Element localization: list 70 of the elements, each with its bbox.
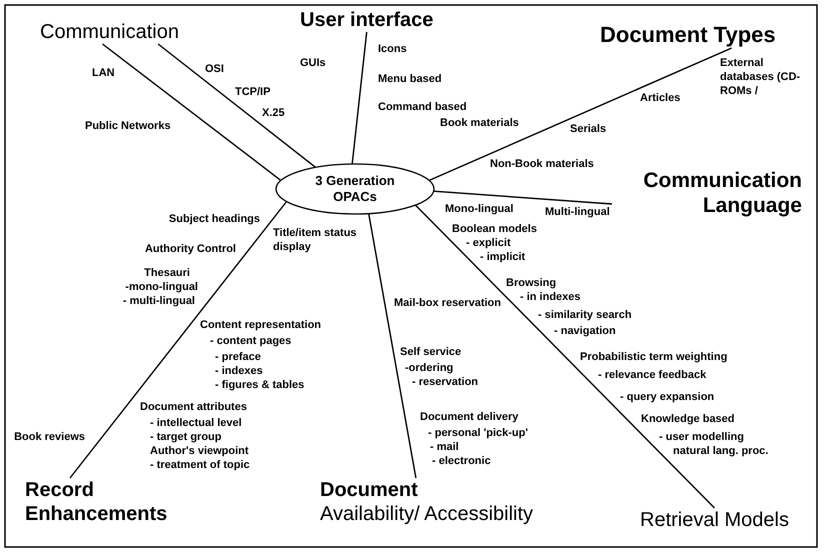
topic-label: Self service: [400, 345, 462, 359]
topic-label: Serials: [570, 122, 606, 136]
topic-label: X.25: [262, 106, 285, 120]
topic-label: External databases (CD-ROMs /: [720, 56, 802, 98]
topic-label: Mail-box reservation: [394, 296, 501, 310]
topic-label: Boolean models: [452, 222, 537, 236]
topic-label: - user modelling: [659, 430, 744, 444]
topic-label: -ordering: [405, 361, 454, 375]
topic-label: - preface: [215, 350, 261, 364]
topic-label: Browsing: [506, 276, 556, 290]
topic-label: Authority Control: [144, 242, 236, 256]
topic-label: Public Networks: [85, 119, 171, 133]
topic-label: Thesauri: [144, 266, 190, 280]
topic-label: TCP/IP: [235, 85, 270, 99]
topic-label: - target group: [150, 430, 222, 444]
topic-label: Menu based: [378, 72, 442, 86]
topic-label: Document delivery: [420, 410, 518, 424]
topic-label: - query expansion: [620, 390, 714, 404]
connector-line: [368, 213, 417, 478]
topic-label: Icons: [378, 42, 407, 56]
category-heading: Retrieval Models: [640, 508, 789, 532]
topic-label: natural lang. proc.: [673, 444, 768, 458]
connector-line: [352, 32, 368, 164]
topic-label: Book reviews: [14, 430, 85, 444]
topic-label: Book materials: [440, 116, 519, 130]
topic-label: - figures & tables: [215, 378, 304, 392]
topic-label: Knowledge based: [641, 412, 735, 426]
topic-label: - content pages: [210, 334, 292, 348]
topic-label: - navigation: [554, 324, 616, 338]
category-heading: User interface: [300, 8, 434, 32]
topic-label: - intellectual level: [150, 416, 242, 430]
topic-label: - treatment of topic: [150, 458, 250, 472]
topic-label: - explicit: [466, 236, 511, 250]
topic-label: - electronic: [432, 454, 491, 468]
connector-line: [428, 47, 732, 182]
topic-label: OSI: [205, 62, 224, 76]
connector-line: [69, 201, 288, 478]
topic-label: - personal 'pick-up': [428, 426, 528, 440]
topic-label: - indexes: [215, 364, 263, 378]
topic-label: -mono-lingual: [125, 280, 198, 294]
topic-label: Multi-lingual: [545, 205, 610, 219]
topic-label: - implicit: [480, 250, 526, 264]
topic-label: Author's viewpoint: [150, 444, 249, 458]
connector-line: [102, 43, 282, 181]
category-heading: Document Availability/ Accessibility: [320, 478, 534, 526]
topic-label: Title/item status display: [273, 226, 358, 254]
topic-label: Articles: [640, 91, 680, 105]
category-heading: Communication: [40, 20, 179, 44]
topic-label: - similarity search: [538, 308, 632, 322]
topic-label: GUIs: [300, 56, 326, 70]
topic-label: - in indexes: [520, 290, 581, 304]
connector-line: [434, 190, 612, 205]
topic-label: Non-Book materials: [490, 157, 594, 171]
topic-label: LAN: [92, 66, 115, 80]
topic-label: Command based: [378, 100, 467, 114]
category-heading: Communication Language: [612, 168, 802, 218]
topic-label: Probabilistic term weighting: [580, 350, 728, 364]
topic-label: - relevance feedback: [598, 368, 706, 382]
topic-label: Mono-lingual: [445, 202, 514, 216]
topic-label: Subject headings: [168, 212, 260, 226]
connector-line: [415, 204, 715, 508]
topic-label: - multi-lingual: [122, 294, 195, 308]
topic-label: Content representation: [200, 318, 322, 332]
topic-ellipse: 3 Generation OPACs: [275, 163, 435, 215]
topic-label: Document attributes: [140, 400, 247, 414]
topic-label: - reservation: [412, 375, 478, 389]
category-heading: Record Enhancements: [25, 478, 175, 526]
category-heading: Document Types: [600, 22, 776, 48]
connector-line: [158, 43, 316, 168]
topic-label: - mail: [430, 440, 459, 454]
